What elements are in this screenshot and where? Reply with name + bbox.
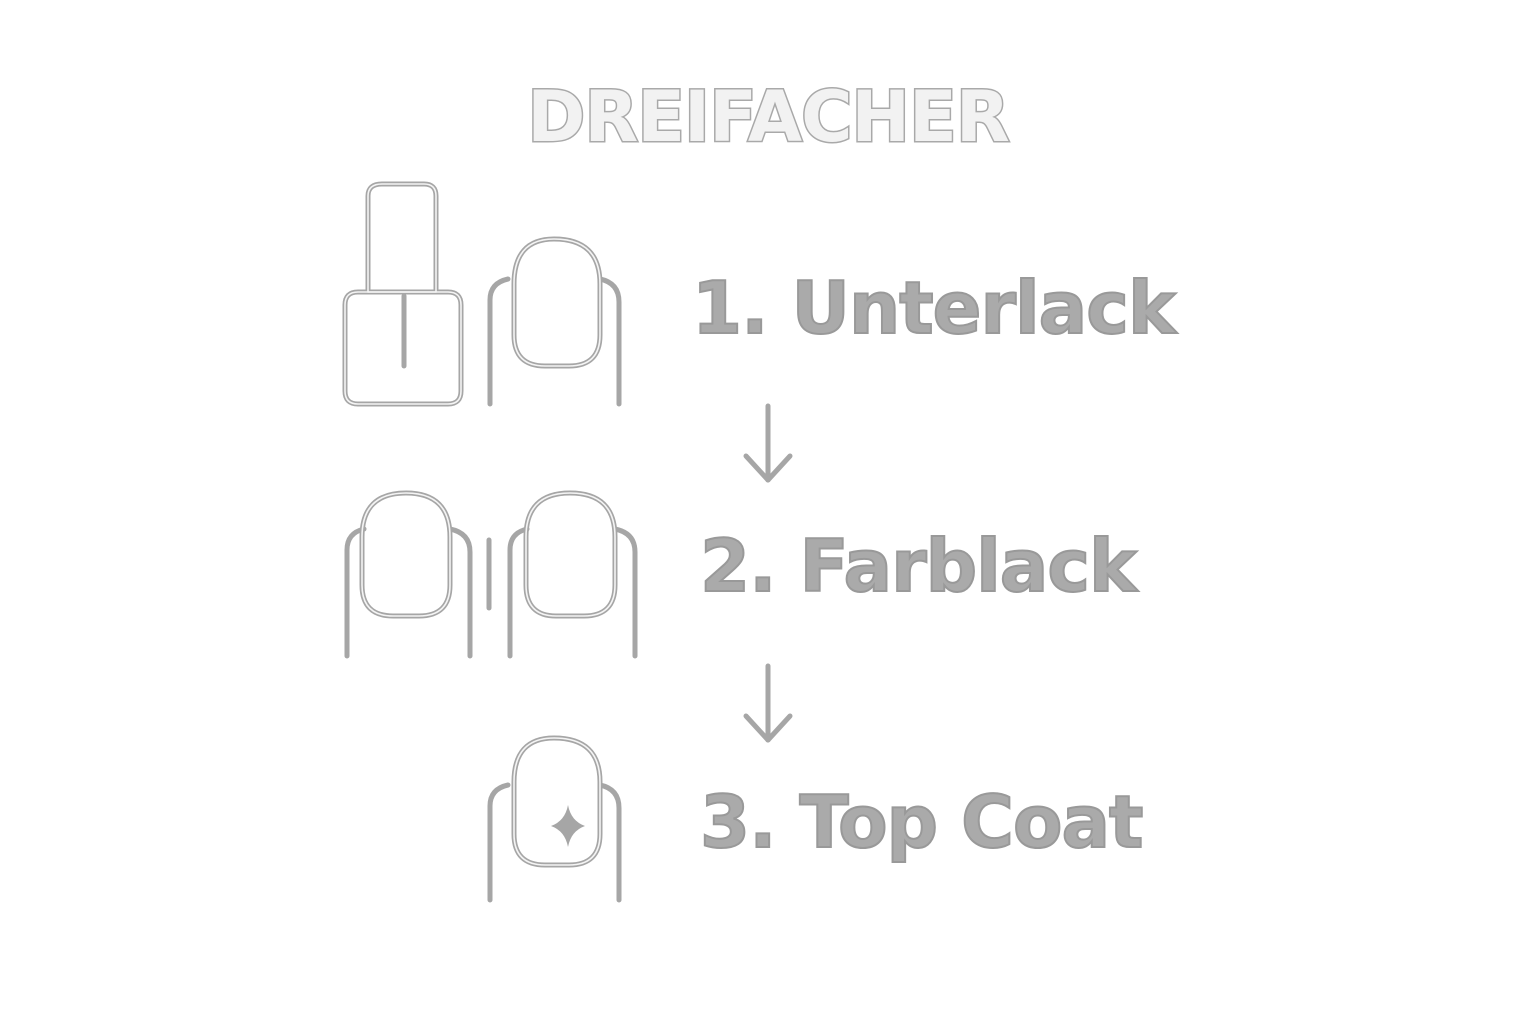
fingernail-sparkle-icon bbox=[487, 735, 622, 903]
step-2-label: 2. Farblack bbox=[699, 524, 1138, 608]
fingernail-icon bbox=[487, 236, 622, 407]
fingernail-icon bbox=[344, 490, 473, 659]
step-3-label: 3. Top Coat bbox=[699, 780, 1144, 864]
down-arrow-icon bbox=[743, 663, 793, 743]
diagram-title: DREIFACHER bbox=[526, 76, 1012, 158]
step-1-label: 1. Unterlack bbox=[691, 266, 1177, 350]
down-arrow-icon bbox=[743, 403, 793, 483]
fingernail-icon bbox=[507, 490, 638, 659]
nail-polish-bottle-icon bbox=[342, 181, 464, 407]
